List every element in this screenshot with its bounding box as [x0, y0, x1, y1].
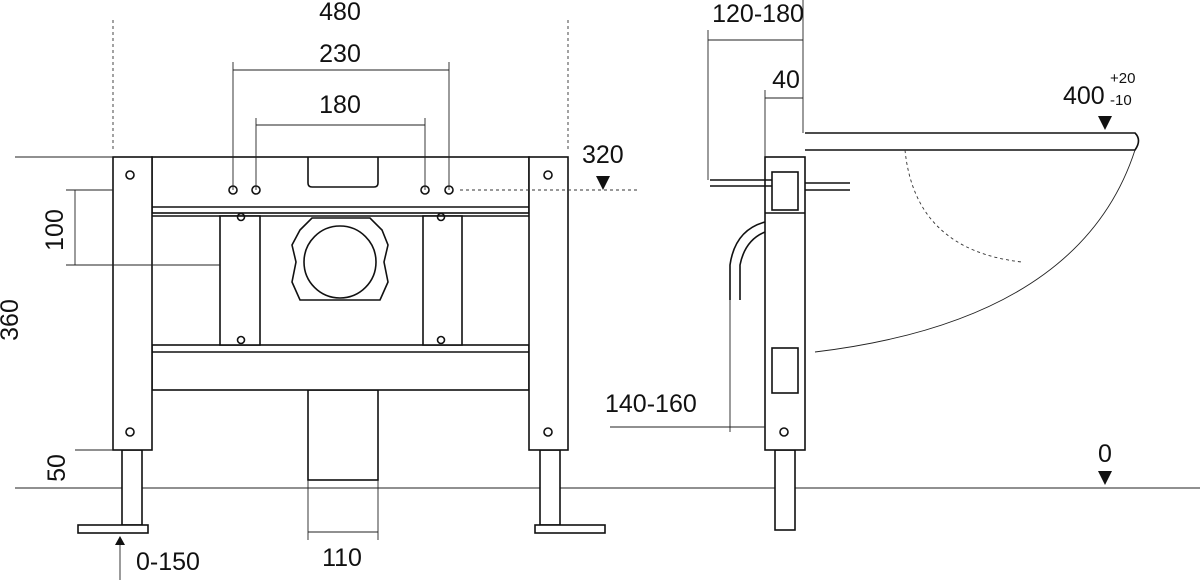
- dim-hole-spacing-inner: 180: [319, 91, 361, 119]
- dim-frame-height: 360: [0, 299, 24, 341]
- front-dimension-lines: [15, 20, 640, 580]
- dim-bowl-tolerance-minus: -10: [1110, 92, 1132, 109]
- dim-hole-spacing-outer: 230: [319, 40, 361, 68]
- dim-fixing-height: 320: [582, 141, 624, 169]
- dim-drain-offset: 140-160: [605, 390, 697, 418]
- front-view-frame: [77, 156, 606, 534]
- dim-wall-depth: 120-180: [712, 0, 804, 28]
- dim-total-width: 480: [319, 0, 361, 26]
- dim-bowl-tolerance-plus: +20: [1110, 70, 1135, 87]
- dim-bracket-height: 100: [41, 209, 69, 251]
- side-dimension-lines: [610, 0, 1112, 485]
- dim-drain-width: 110: [322, 544, 362, 572]
- dim-bowl-height: 400: [1063, 82, 1105, 110]
- dim-frame-depth: 40: [772, 66, 800, 94]
- mounting-holes: [125, 170, 553, 437]
- dim-leg-base: 50: [43, 454, 71, 482]
- dim-floor-level: 0: [1098, 440, 1112, 468]
- side-view: [710, 132, 1140, 531]
- dim-leg-adjust: 0-150: [136, 548, 200, 576]
